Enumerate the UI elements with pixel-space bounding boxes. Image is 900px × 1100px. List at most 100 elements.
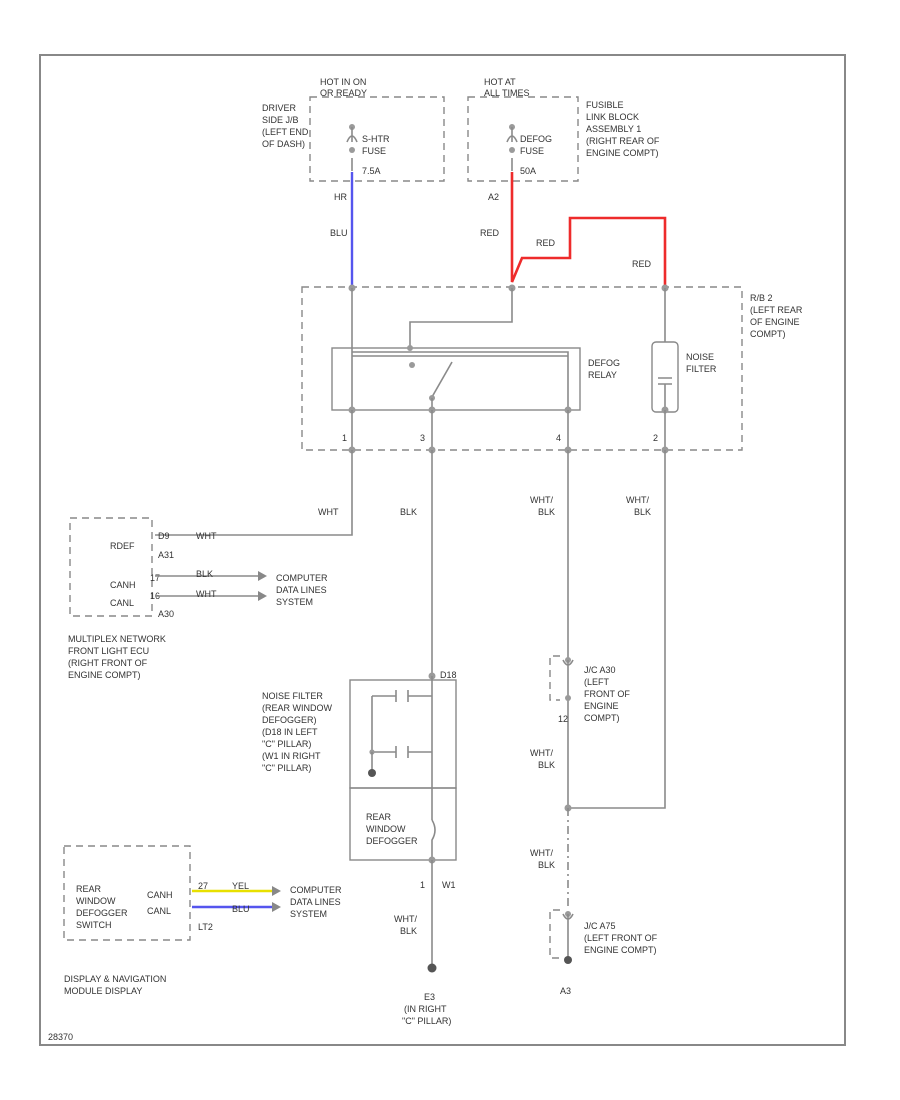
diagram-label: BLK	[196, 569, 213, 579]
diagram-label: LINK BLOCK	[586, 112, 639, 122]
diagram-label: E3	[424, 992, 435, 1002]
diagram-label: ASSEMBLY 1	[586, 124, 641, 134]
diagram-label: COMPUTER	[290, 885, 342, 895]
diagram-label: ALL TIMES	[484, 88, 530, 98]
diagram-label: NOISE	[686, 352, 714, 362]
diagram-label: 17	[150, 573, 160, 583]
diagram-label: LT2	[198, 922, 213, 932]
diagram-label: YEL	[232, 881, 249, 891]
diagram-label: WINDOW	[76, 896, 116, 906]
wire-segment	[351, 410, 666, 450]
diagram-label: COMPT)	[584, 713, 620, 723]
wire-label-red-1: RED	[480, 228, 500, 238]
connector-pin	[564, 956, 572, 964]
diagram-label: "C" PILLAR)	[262, 739, 311, 749]
diagram-label: 27	[198, 881, 208, 891]
driver-side-fuse-box: HOT IN ON OR READY S-HTR FUSE 7.5A	[309, 77, 445, 182]
diagram-label: RELAY	[588, 370, 617, 380]
diagram-label: (LEFT END	[262, 127, 309, 137]
diagram-label: SYSTEM	[276, 597, 313, 607]
diagram-label: DATA LINES	[276, 585, 327, 595]
diagram-label: DATA LINES	[290, 897, 341, 907]
diagram-label: FUSIBLE	[586, 100, 624, 110]
diagram-label: FUSE	[520, 146, 544, 156]
diagram-label: WHT/	[530, 495, 553, 505]
diagram-label: "C" PILLAR)	[402, 1016, 451, 1026]
driver-side-jb-label: DRIVER SIDE J/B (LEFT END OF DASH)	[262, 103, 309, 149]
diagram-label: ENGINE	[584, 701, 619, 711]
rear-defogger-switch: REAR WINDOW DEFOGGER SWITCH CANH CANL 27…	[63, 845, 342, 996]
defog-fuse-box: HOT AT ALL TIMES DEFOG FUSE 50A	[467, 77, 579, 182]
rear-window-defogger: REAR WINDOW DEFOGGER	[349, 787, 457, 864]
diagram-label: 12	[558, 714, 568, 724]
wht-blk-wire-right	[568, 450, 666, 809]
diagram-label: J/C A30	[584, 665, 616, 675]
diagram-label: BLK	[400, 926, 417, 936]
diagram-label: J/C A75	[584, 921, 616, 931]
wire-segment	[431, 819, 436, 860]
diagram-label: MULTIPLEX NETWORK	[68, 634, 166, 644]
diagram-label: 1	[420, 880, 425, 890]
fusible-link-label: FUSIBLE LINK BLOCK ASSEMBLY 1 (RIGHT REA…	[586, 100, 660, 158]
diagram-label: CANH	[147, 890, 173, 900]
wire-label-a2: A2	[488, 192, 499, 202]
diagram-label: BLK	[538, 760, 555, 770]
diagram-label: FUSE	[362, 146, 386, 156]
wire-segment	[562, 659, 574, 808]
diagram-label: CANH	[110, 580, 136, 590]
diagram-label: BLU	[232, 904, 250, 914]
diagram-label: 4	[556, 433, 561, 443]
wire-segment	[549, 909, 560, 959]
diagram-label: 1	[342, 433, 347, 443]
diagram-label: HOT AT	[484, 77, 516, 87]
diagram-label: COMPUTER	[276, 573, 328, 583]
connector-pin	[509, 147, 515, 153]
red-wire	[510, 172, 667, 286]
wire-segment	[309, 96, 445, 182]
wire-segment	[272, 886, 281, 896]
diagram-label: (W1 IN RIGHT	[262, 751, 321, 761]
diagram-label: 3	[420, 433, 425, 443]
diagram-label: SWITCH	[76, 920, 112, 930]
diagram-label: (LEFT FRONT OF	[584, 933, 658, 943]
diagram-label: CANL	[147, 906, 171, 916]
connector-pin	[565, 695, 571, 701]
diagram-label: ENGINE COMPT)	[68, 670, 141, 680]
diagram-label: ENGINE COMPT)	[584, 945, 657, 955]
diagram-label: A3	[560, 986, 571, 996]
wire-segment	[258, 591, 267, 601]
front-light-ecu: RDEF CANH CANL D9 A31 17 16 A30 WHT BLK …	[68, 517, 328, 680]
wire-segment	[63, 845, 191, 941]
wire-label-hr: HR	[334, 192, 347, 202]
diagram-label: FILTER	[686, 364, 717, 374]
diagram-label: 7.5A	[362, 166, 381, 176]
diagram-label: (D18 IN LEFT	[262, 727, 318, 737]
diagram-label: OR READY	[320, 88, 367, 98]
diagram-label: MODULE DISPLAY	[64, 986, 142, 996]
diagram-label: W1	[442, 880, 456, 890]
wht-wire	[155, 450, 353, 536]
diagram-label: A31	[158, 550, 174, 560]
diagram-label: WINDOW	[366, 824, 406, 834]
diagram-label: SIDE J/B	[262, 115, 299, 125]
wire-segment	[352, 351, 569, 410]
diagram-label: WHT	[196, 589, 217, 599]
connector-pin	[368, 769, 376, 777]
wire-segment	[349, 787, 457, 861]
diagram-label: ENGINE COMPT)	[586, 148, 659, 158]
diagram-label: (RIGHT FRONT OF	[68, 658, 148, 668]
defog-relay	[331, 347, 581, 411]
wire-segment	[409, 288, 513, 348]
diagram-label: NOISE FILTER	[262, 691, 323, 701]
diagram-label: DEFOGGER)	[262, 715, 317, 725]
diagram-label: WHT	[196, 531, 217, 541]
diagram-label: CANL	[110, 598, 134, 608]
diagram-label: (LEFT	[584, 677, 610, 687]
wire-segment	[258, 571, 267, 581]
diagram-label: (REAR WINDOW	[262, 703, 332, 713]
wire-label-red-3: RED	[632, 259, 652, 269]
wire-segment	[349, 679, 457, 789]
wire-segment	[69, 517, 153, 617]
diagram-label: (RIGHT REAR OF	[586, 136, 660, 146]
corner-code: 28370	[48, 1032, 73, 1042]
